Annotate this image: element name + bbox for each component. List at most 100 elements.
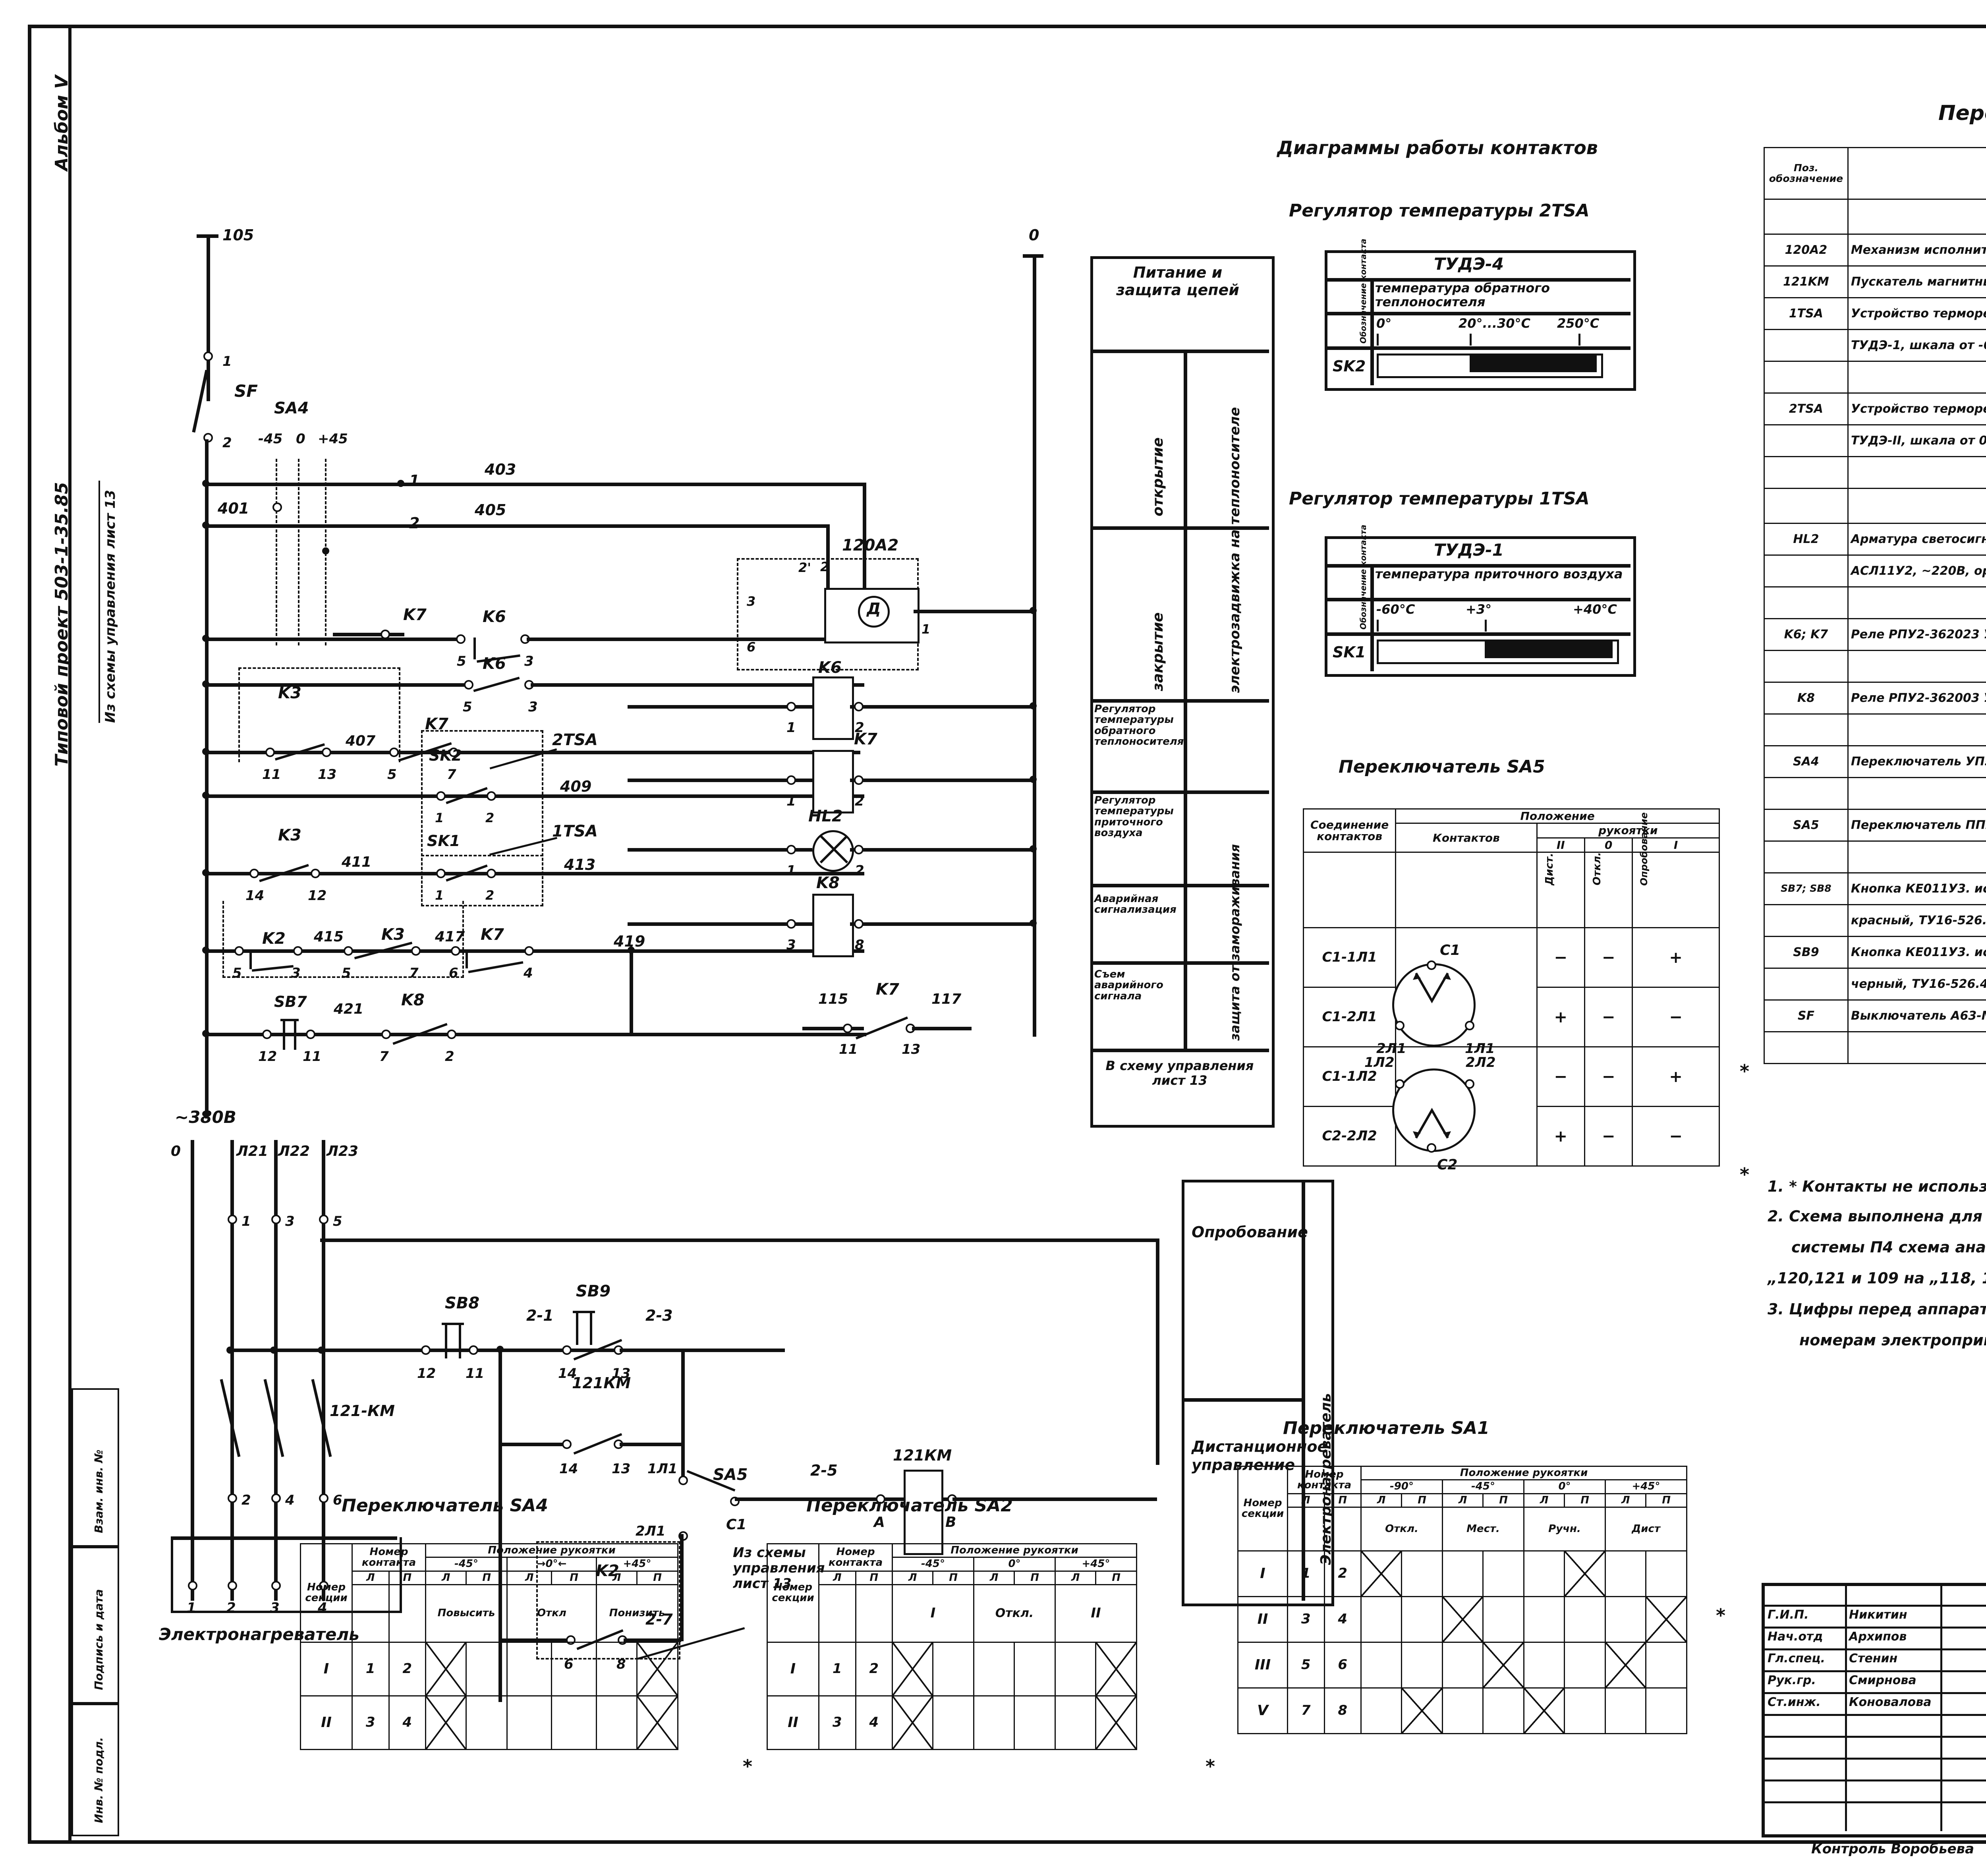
stamp-label-1: Инв. № подл. [92, 1737, 105, 1823]
el-r18-name: ОСТ16.0526.001-77 [1847, 840, 1986, 873]
sa4-lp-7: П [636, 1570, 678, 1585]
sa1-note: * [1716, 1605, 1726, 1626]
wire-401-label: 401 [218, 500, 249, 517]
sa2-r0-sec: I [767, 1641, 819, 1696]
mode-box-divider [1182, 1398, 1302, 1402]
el-r23-name: Выключатель А63-МУ3, Ip.2A, птс.10 [1847, 999, 1986, 1032]
sa1-r2-b3 [1523, 1641, 1565, 1689]
phase-L21-t2 [228, 1493, 237, 1503]
coil-k6-t2 [854, 702, 864, 711]
k8-label-contact: K8 [401, 991, 425, 1009]
k3b-term12 [311, 869, 320, 878]
el-r10-pos [1764, 586, 1849, 619]
k7-bottom-num11: 11 [839, 1041, 858, 1057]
coil-k6-line-r [850, 705, 1033, 709]
k3-term11 [265, 748, 275, 757]
sa2-blank2 [855, 1584, 893, 1643]
sa5-circle-1-arrows [1413, 972, 1451, 1004]
sa2-r1-c2: 4 [855, 1695, 893, 1750]
sa5-row2-v1: − [1584, 1046, 1633, 1107]
sa2-r1-b1 [973, 1695, 1015, 1750]
el-r5-pos: 2TSA [1764, 392, 1849, 425]
sa1-r3-c1: 7 [1287, 1687, 1325, 1734]
node-413-left [202, 869, 209, 876]
wire-403-label: 403 [485, 461, 516, 478]
node-419-left [202, 947, 209, 954]
heater-t2 [228, 1581, 237, 1590]
row-409-line [205, 794, 864, 798]
k6b-row-line-b [531, 683, 864, 687]
el-r19-name: Кнопка КЕ011У3. исп.5, толкатель [1847, 872, 1986, 905]
k6-row-line-b [527, 638, 864, 641]
sa1-r1-b1 [1401, 1596, 1443, 1643]
tb-rowline-1 [1762, 1627, 1986, 1629]
tude1-param: температура приточного воздуха [1375, 566, 1623, 582]
tude1-col-label: Обозначение контакта [1358, 524, 1368, 630]
sa1-r0-b2 [1482, 1550, 1524, 1597]
sa2-mode-1: Откл. [973, 1584, 1056, 1643]
sa4-node-c [322, 547, 329, 554]
tude1-box [1325, 536, 1636, 677]
sa5-row1-v0: + [1536, 987, 1585, 1048]
k7c-term6 [451, 946, 460, 956]
phase-L23-t6-lab: 6 [333, 1492, 342, 1508]
coil-k8-t1-lab: 3 [786, 937, 796, 953]
sa1-blank1 [1287, 1506, 1325, 1551]
mode-box-test-label: Опробование [1192, 1223, 1308, 1241]
sa4-label: SA4 [274, 399, 309, 417]
el-r9-name: АСЛ11У2, ~220В, оранжевый, [1847, 554, 1986, 587]
sa5-1L1-label: 1Л1 [647, 1461, 678, 1477]
sa2-lp-2: Л [891, 1570, 934, 1585]
heater-t1-lab: 1 [187, 1600, 196, 1616]
sa4-node-a [272, 502, 282, 512]
k3-label-3: K3 [381, 925, 405, 944]
sa1-mode-3: Дист [1605, 1506, 1687, 1551]
k3-dashed-block-1 [238, 667, 400, 762]
tude1-tickmark-a [1377, 620, 1379, 632]
phase-L22-t3 [271, 1215, 281, 1224]
tude4-c1 [1370, 278, 1374, 385]
sa4-angle-1: →0°← [506, 1557, 597, 1572]
tude4-tickmark-0 [1377, 334, 1379, 346]
k2-term5 [234, 946, 244, 956]
sa1-r1-x0 [1441, 1596, 1484, 1643]
sa5-h-contacts: Контактов [1395, 823, 1538, 853]
coil-k7-line-l [628, 779, 812, 782]
sa1-lp-9: П [1645, 1493, 1687, 1508]
power-table [1090, 256, 1275, 1128]
tb-col-names [1940, 1583, 1942, 1831]
coil-k8-label: K8 [816, 874, 840, 892]
tb-name-2: Стенин [1849, 1652, 1898, 1665]
phase-L21-label: Л21 [236, 1143, 268, 1159]
pt-col-protect: защита от замораживания [1227, 844, 1242, 1041]
el-r5-name: Устройство терморегулирующее [1847, 392, 1986, 425]
wire-419-down [630, 949, 633, 1035]
pt-row7 [1090, 1049, 1269, 1052]
sb8-btn-top [442, 1323, 464, 1325]
k6-num3: 3 [524, 653, 534, 669]
sa5-row2-v0: − [1536, 1046, 1585, 1107]
phase-L23-label: Л23 [326, 1143, 358, 1159]
el-r6-name: ТУДЭ-II, шкала от 0°C до 250°C, [1847, 424, 1986, 457]
from-control-scheme-label: Из схемы управления лист 13 [102, 490, 118, 723]
el-group-2: На щите управления [1847, 488, 1986, 524]
tude4-contact: SK2 [1333, 357, 1366, 375]
sa4-note: * [743, 1756, 753, 1777]
el-h-name: Наименование [1847, 147, 1986, 200]
sb7-num12: 12 [258, 1049, 277, 1065]
k7b-num7: 7 [447, 767, 456, 782]
sa2-lp-5: П [1014, 1570, 1056, 1585]
coil-k8 [812, 894, 854, 957]
sa1-r3-b5 [1645, 1687, 1687, 1734]
sa5-row0-v0: − [1536, 927, 1585, 988]
k3-num11: 11 [262, 767, 281, 782]
sa5-c1-top-node [1427, 960, 1436, 970]
tsa1-label: 1TSA [552, 822, 598, 840]
sa1-r1-b0 [1360, 1596, 1403, 1643]
tb-rowline-7 [1762, 1758, 1986, 1760]
sa4-lp-5: П [551, 1570, 597, 1585]
coil-k6-t1-lab: 1 [786, 720, 796, 736]
wire-405-label: 405 [475, 501, 506, 519]
elements-list-title: Перечень элементов [1938, 101, 1986, 125]
tude4-tick-250: 250°C [1557, 316, 1600, 331]
